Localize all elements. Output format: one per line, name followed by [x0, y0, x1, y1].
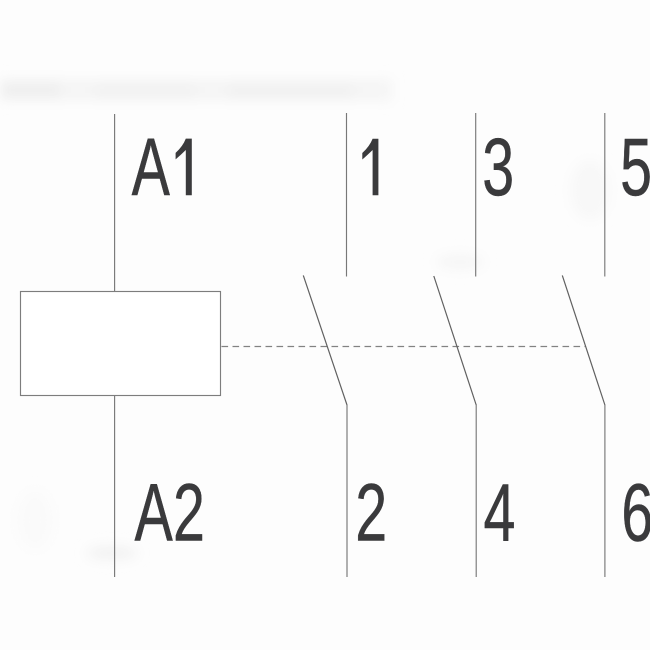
svg-text:4: 4	[484, 466, 516, 558]
svg-text:3: 3	[482, 121, 514, 213]
svg-text:5: 5	[620, 121, 650, 213]
svg-text:A: A	[135, 466, 174, 558]
svg-text:A: A	[132, 121, 171, 213]
svg-text:2: 2	[355, 466, 387, 558]
svg-text:2: 2	[173, 466, 205, 558]
svg-text:6: 6	[621, 466, 650, 558]
